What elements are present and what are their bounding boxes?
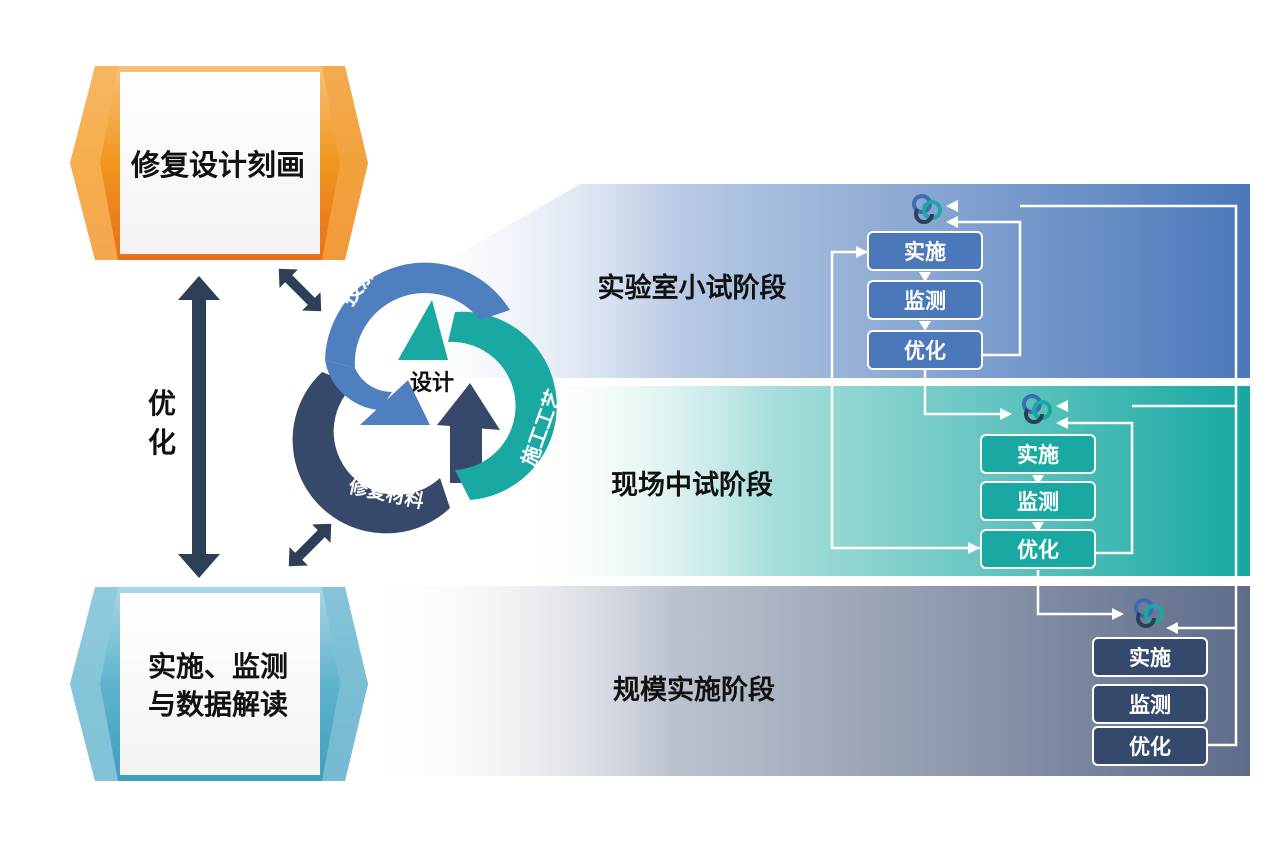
step-label-implement: 实施 xyxy=(904,240,946,264)
stage-title-scale: 规模实施阶段 xyxy=(613,674,775,706)
step-label-monitor: 监测 xyxy=(1017,490,1059,514)
step-box-optimize xyxy=(867,330,983,370)
double-arrow-top xyxy=(278,268,322,312)
step-box-implement xyxy=(1092,637,1208,677)
cycle-center-label: 设计 xyxy=(410,371,454,396)
step-box-monitor xyxy=(867,280,983,320)
stage-scale-steps: 实施 监测 优化 xyxy=(1092,598,1208,766)
implementation-box: 实施、监测 与数据解读 xyxy=(70,587,368,781)
step-label-implement: 实施 xyxy=(1017,443,1059,467)
step-box-implement xyxy=(980,434,1096,474)
stage-title-lab: 实验室小试阶段 xyxy=(598,272,787,304)
cycle-arc-material xyxy=(292,372,450,534)
stage-band-lab xyxy=(378,184,1250,378)
design-characterization-box: 修复设计刻画 xyxy=(70,66,368,260)
stage-lab-steps: 实施 监测 优化 xyxy=(867,194,983,370)
step-box-monitor xyxy=(1092,684,1208,724)
flow-arrowheads xyxy=(856,200,1178,634)
flow-lines xyxy=(830,204,1238,747)
cycle-arrowhead-process xyxy=(398,300,448,360)
design-box-label: 修复设计刻画 xyxy=(130,148,305,182)
step-label-optimize: 优化 xyxy=(904,339,946,363)
implementation-box-line1: 实施、监测 xyxy=(148,650,288,683)
cycle-icon xyxy=(1134,598,1164,628)
optimize-label-2: 化 xyxy=(148,426,176,459)
stage-band-field xyxy=(510,386,1250,576)
implementation-box-line2: 与数据解读 xyxy=(148,688,288,721)
stage-bands xyxy=(360,184,1250,776)
design-card xyxy=(120,72,320,254)
cycle-arc-process xyxy=(448,311,557,500)
implementation-card xyxy=(120,593,320,775)
step-label-monitor: 监测 xyxy=(904,289,946,313)
step-box-optimize xyxy=(1092,726,1208,766)
cycle-icon xyxy=(912,194,942,224)
cycle-arc-dosage xyxy=(325,262,510,368)
stage-field-steps: 实施 监测 优化 xyxy=(980,394,1096,569)
optimize-arrow: 优 化 xyxy=(140,276,220,578)
cycle-arrowhead-dosage xyxy=(360,380,430,425)
step-box-optimize xyxy=(980,529,1096,569)
step-label-optimize: 优化 xyxy=(1017,538,1059,562)
step-label-monitor: 监测 xyxy=(1129,693,1171,717)
step-label-optimize: 优化 xyxy=(1129,735,1171,759)
stage-title-field: 现场中试阶段 xyxy=(611,470,773,501)
double-arrow-bottom xyxy=(288,523,332,567)
cycle-arrowhead-material xyxy=(437,383,500,430)
cycle-icon xyxy=(1022,394,1052,424)
step-label-implement: 实施 xyxy=(1129,646,1171,670)
step-box-implement xyxy=(867,231,983,271)
optimize-label-1: 优 xyxy=(148,387,176,420)
step-box-monitor xyxy=(980,481,1096,521)
